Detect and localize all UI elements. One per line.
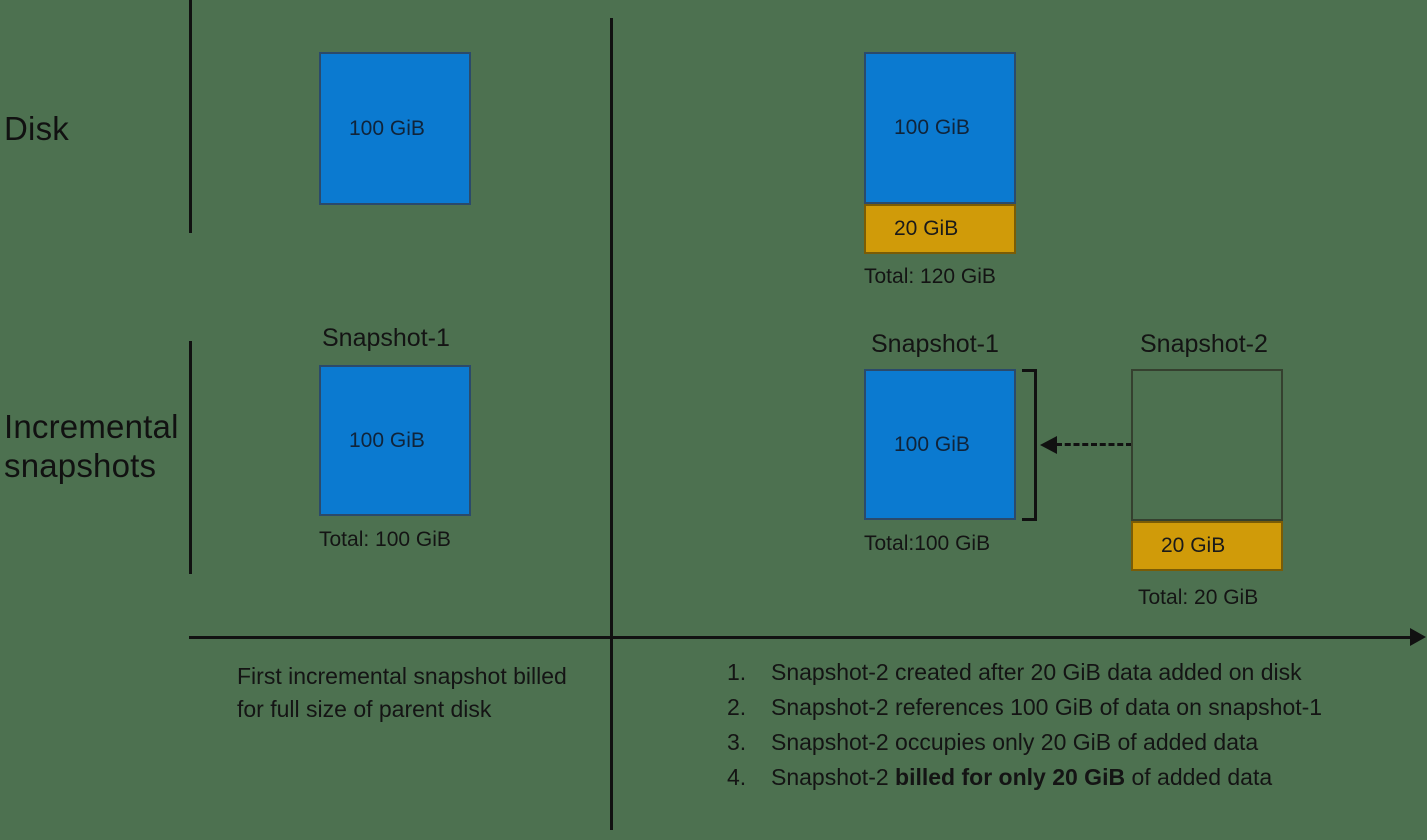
incremental-row-divider-line <box>189 341 192 574</box>
right-snapshot1-block-100gib: 100 GiB <box>864 369 1016 520</box>
timeline-axis-line <box>189 636 1412 639</box>
note-item-2-number: 2. <box>727 693 747 720</box>
snapshot2-reference-dashed-line <box>1056 443 1132 446</box>
right-disk-total: Total: 120 GiB <box>864 265 996 288</box>
right-column-note-list: 1. Snapshot-2 created after 20 GiB data … <box>727 655 1322 795</box>
row-label-incremental-snapshots: Incremental snapshots <box>4 408 179 484</box>
left-column-note: First incremental snapshot billed for fu… <box>237 663 567 722</box>
right-disk-block-100gib: 100 GiB <box>864 52 1016 204</box>
note-item-4-text: Snapshot-2 billed for only 20 GiB of add… <box>771 760 1272 795</box>
note-item-4-number: 4. <box>727 763 747 790</box>
note-item-1: 1. Snapshot-2 created after 20 GiB data … <box>727 655 1322 690</box>
note-item-2-text: Snapshot-2 references 100 GiB of data on… <box>771 693 1323 720</box>
note-item-1-text: Snapshot-2 created after 20 GiB data add… <box>771 659 1302 685</box>
timeline-axis-arrowhead <box>1410 628 1426 646</box>
reference-bracket-bottom-tick <box>1022 518 1036 521</box>
right-snapshot2-block-referenced <box>1131 369 1283 521</box>
right-snapshot2-total: Total: 20 GiB <box>1138 586 1259 609</box>
note-item-3-text: Snapshot-2 occupies only 20 GiB of added… <box>771 728 1259 755</box>
note-item-3-number: 3. <box>727 728 747 755</box>
right-snapshot2-block-20gib: 20 GiB <box>1131 521 1283 571</box>
left-disk-block-label: 100 GiB <box>349 116 425 140</box>
left-snapshot1-total: Total: 100 GiB <box>319 528 451 551</box>
right-snapshot1-total: Total:100 GiB <box>864 532 991 555</box>
reference-bracket-stem <box>1034 369 1037 521</box>
left-snapshot1-title: Snapshot-1 <box>322 324 450 352</box>
left-snapshot1-block-label: 100 GiB <box>349 428 425 452</box>
right-disk-block-100-label: 100 GiB <box>894 116 970 139</box>
column-divider-line <box>610 18 613 830</box>
note-item-4: 4. Snapshot-2 billed for only 20 GiB of … <box>727 760 1322 795</box>
right-disk-block-20gib: 20 GiB <box>864 204 1016 254</box>
left-disk-block-100gib: 100 GiB <box>319 52 471 205</box>
right-snapshot1-block-label: 100 GiB <box>894 432 970 456</box>
note-item-4-text-post: of added data <box>1125 763 1273 790</box>
note-item-3: 3. Snapshot-2 occupies only 20 GiB of ad… <box>727 725 1322 760</box>
note-item-4-text-pre: Snapshot-2 <box>771 763 896 790</box>
right-disk-block-20-label: 20 GiB <box>894 217 959 240</box>
row-label-disk: Disk <box>4 110 69 147</box>
right-snapshot1-title: Snapshot-1 <box>871 330 999 358</box>
snapshot2-reference-arrowhead <box>1040 436 1057 454</box>
reference-bracket-top-tick <box>1022 369 1036 372</box>
left-snapshot1-block-100gib: 100 GiB <box>319 365 471 516</box>
note-item-4-text-bold: billed for only 20 GiB <box>895 763 1126 790</box>
note-item-1-number: 1. <box>727 659 747 685</box>
note-item-2: 2. Snapshot-2 references 100 GiB of data… <box>727 690 1322 725</box>
right-snapshot2-title: Snapshot-2 <box>1140 330 1268 358</box>
disk-row-divider-line <box>189 0 192 233</box>
right-snapshot2-block-20-label: 20 GiB <box>1161 534 1226 557</box>
